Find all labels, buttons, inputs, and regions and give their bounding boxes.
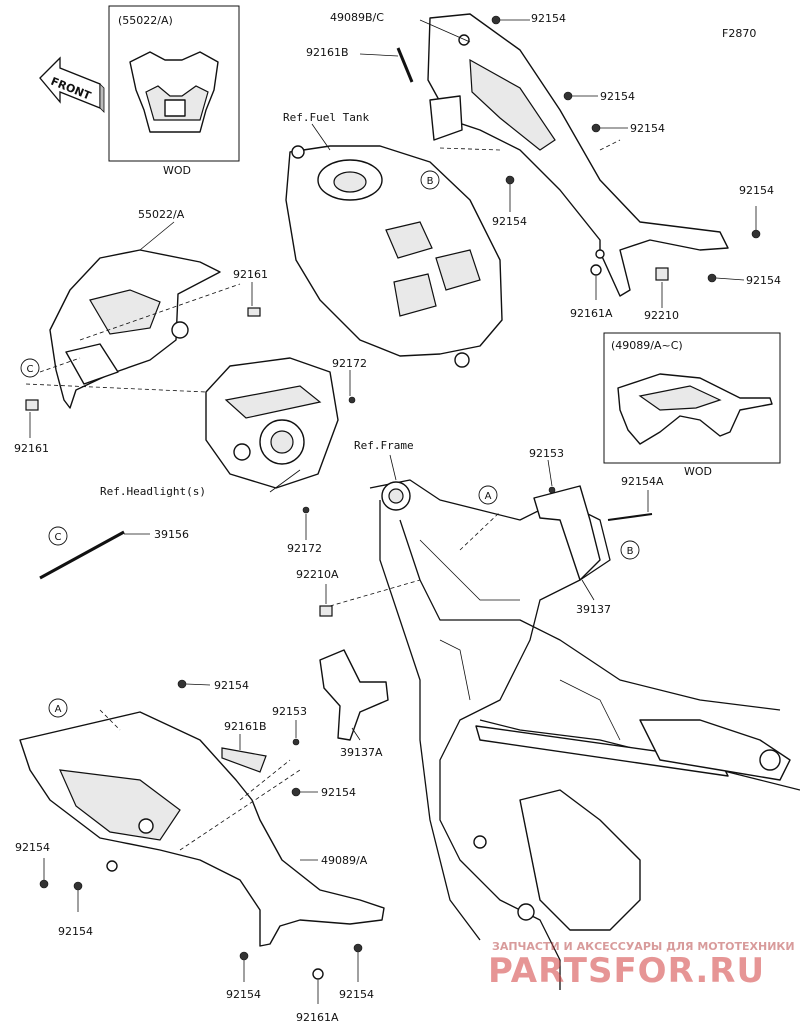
bracket-39137 xyxy=(533,485,601,581)
inset-right-caption: WOD xyxy=(684,465,712,478)
bolts xyxy=(39,15,761,980)
part-label-49089a: 49089/A xyxy=(321,854,368,867)
part-label-92154-b3: 92154 xyxy=(226,988,261,1001)
svg-text:C: C xyxy=(55,532,62,543)
part-label-39156: 39156 xyxy=(154,528,189,541)
ref-frame-label: Ref.Frame xyxy=(354,439,414,452)
ref-fuel-tank-label: Ref.Fuel Tank xyxy=(283,111,369,124)
part-label-39137: 39137 xyxy=(576,603,611,616)
figure-code: F2870 xyxy=(722,27,756,40)
grommet-92161-a xyxy=(247,307,261,317)
part-label-92153-b: 92153 xyxy=(272,705,307,718)
callout-a-2: A xyxy=(48,698,68,718)
svg-text:C: C xyxy=(27,364,34,375)
side-cover-top xyxy=(427,13,729,297)
part-label-92161b-bottom: 92161B xyxy=(224,720,267,733)
fuel-tank xyxy=(285,145,503,368)
part-label-49089bc: 49089B/C xyxy=(330,11,384,24)
part-label-92154-t4: 92154 xyxy=(492,215,527,228)
callout-c-2: C xyxy=(48,526,68,546)
frame xyxy=(369,479,800,990)
part-label-92154-b1: 92154 xyxy=(15,841,50,854)
svg-text:A: A xyxy=(485,491,492,502)
collar-92210a xyxy=(319,605,333,617)
callout-a-1: A xyxy=(478,485,498,505)
part-label-92154a: 92154A xyxy=(621,475,664,488)
side-cover-bottom xyxy=(19,711,385,947)
inset-headlight-cowl: (55022/A) WOD xyxy=(108,5,240,177)
part-label-92153-a: 92153 xyxy=(529,447,564,460)
watermark-tagline: ЗАПЧАСТИ И АКСЕССУАРЫ ДЛЯ МОТОТЕХНИКИ xyxy=(492,940,795,953)
part-label-92210a: 92210A xyxy=(296,568,339,581)
headlight-cowl xyxy=(49,249,221,409)
part-label-92154-t1: 92154 xyxy=(531,12,566,25)
part-label-92161-b: 92161 xyxy=(14,442,49,455)
grommet-92161-b xyxy=(25,399,39,411)
band-39156 xyxy=(39,530,125,580)
bracket-39137a xyxy=(319,649,389,741)
part-label-92154-m2: 92154 xyxy=(321,786,356,799)
watermark: ЗАПЧАСТИ И АКСЕССУАРЫ ДЛЯ МОТОТЕХНИКИ PA… xyxy=(488,940,795,991)
part-label-92210: 92210 xyxy=(644,309,679,322)
callout-c-1: C xyxy=(20,358,40,378)
pad-92161b-bottom xyxy=(221,747,267,773)
part-label-92154-t3: 92154 xyxy=(630,122,665,135)
part-label-92154-t2: 92154 xyxy=(600,90,635,103)
part-label-92161b-top: 92161B xyxy=(306,46,349,59)
inset-side-cover: (49089/A~C) WOD xyxy=(603,332,781,478)
inset-top-left-title: (55022/A) xyxy=(118,14,173,27)
part-label-92154-m1: 92154 xyxy=(214,679,249,692)
leader-lines xyxy=(25,19,757,1004)
inset-top-left-caption: WOD xyxy=(163,164,191,177)
svg-text:A: A xyxy=(55,704,62,715)
callout-b-1: B xyxy=(420,170,440,190)
part-label-39137a: 39137A xyxy=(340,746,383,759)
part-label-92172-b: 92172 xyxy=(287,542,322,555)
headlight-unit xyxy=(205,357,339,489)
watermark-logo-text: PARTSFOR.RU xyxy=(488,951,765,991)
inset-right-title: (49089/A~C) xyxy=(611,339,683,352)
part-label-92161a-top: 92161A xyxy=(570,307,613,320)
part-label-92154-b2: 92154 xyxy=(58,925,93,938)
part-label-92161-a: 92161 xyxy=(233,268,268,281)
part-label-92154-t5: 92154 xyxy=(739,184,774,197)
part-label-92154-t6: 92154 xyxy=(746,274,781,287)
part-label-55022a: 55022/A xyxy=(138,208,185,221)
svg-text:B: B xyxy=(427,176,434,187)
rod-92161b-top xyxy=(396,47,414,83)
callout-b-2: B xyxy=(620,540,640,560)
part-label-92172-a: 92172 xyxy=(332,357,367,370)
ref-headlight-label: Ref.Headlight(s) xyxy=(100,485,206,498)
front-arrow: FRONT xyxy=(39,56,105,113)
svg-text:B: B xyxy=(627,546,634,557)
part-label-92154-b4: 92154 xyxy=(339,988,374,1001)
part-label-92161a-bottom: 92161A xyxy=(296,1011,339,1024)
